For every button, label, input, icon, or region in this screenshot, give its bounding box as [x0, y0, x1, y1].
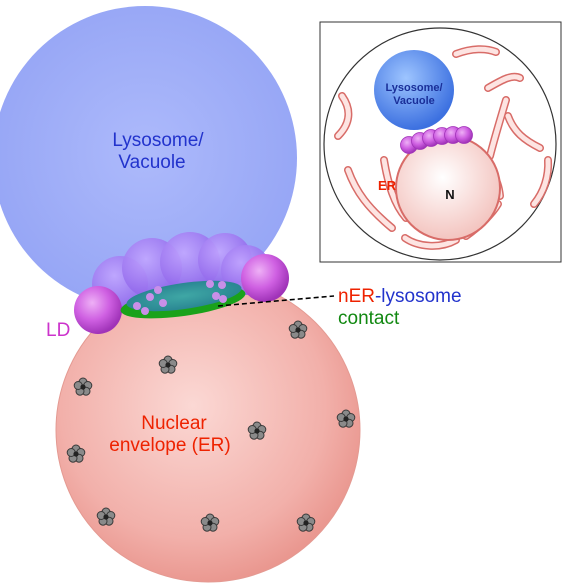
nucleus-label: Nuclear: [141, 413, 207, 434]
lysosome-text: lysosome: [381, 286, 461, 307]
ner-text: nER: [338, 286, 375, 307]
contact-site: [120, 280, 246, 319]
contact-callout-line: [217, 295, 335, 307]
lipid-droplets: [74, 232, 289, 334]
hyphen-text: -: [375, 286, 381, 307]
lysosome-label-line2: Vacuole: [118, 152, 185, 173]
ld-label: LD: [46, 320, 70, 341]
lipid-droplet: [241, 254, 289, 302]
inset-lysosome-label-line2: Vacuole: [393, 95, 435, 107]
contact-label: nER-lysosome: [338, 286, 462, 307]
contact-label-line2: contact: [338, 308, 400, 329]
lipid-droplet: [74, 286, 122, 334]
inset-nucleus-label: N: [445, 187, 454, 202]
inset-lysosome-label: Lysosome/: [385, 82, 442, 94]
inset-lysosome: [374, 50, 454, 130]
inset-lipid-droplets: [400, 126, 473, 154]
nucleus-label-line2: envelope (ER): [109, 435, 230, 456]
inset-panel: Lysosome/ Vacuole ER N: [319, 21, 562, 263]
inset-er-label: ER: [378, 178, 397, 193]
lysosome-label: Lysosome/: [112, 130, 204, 151]
